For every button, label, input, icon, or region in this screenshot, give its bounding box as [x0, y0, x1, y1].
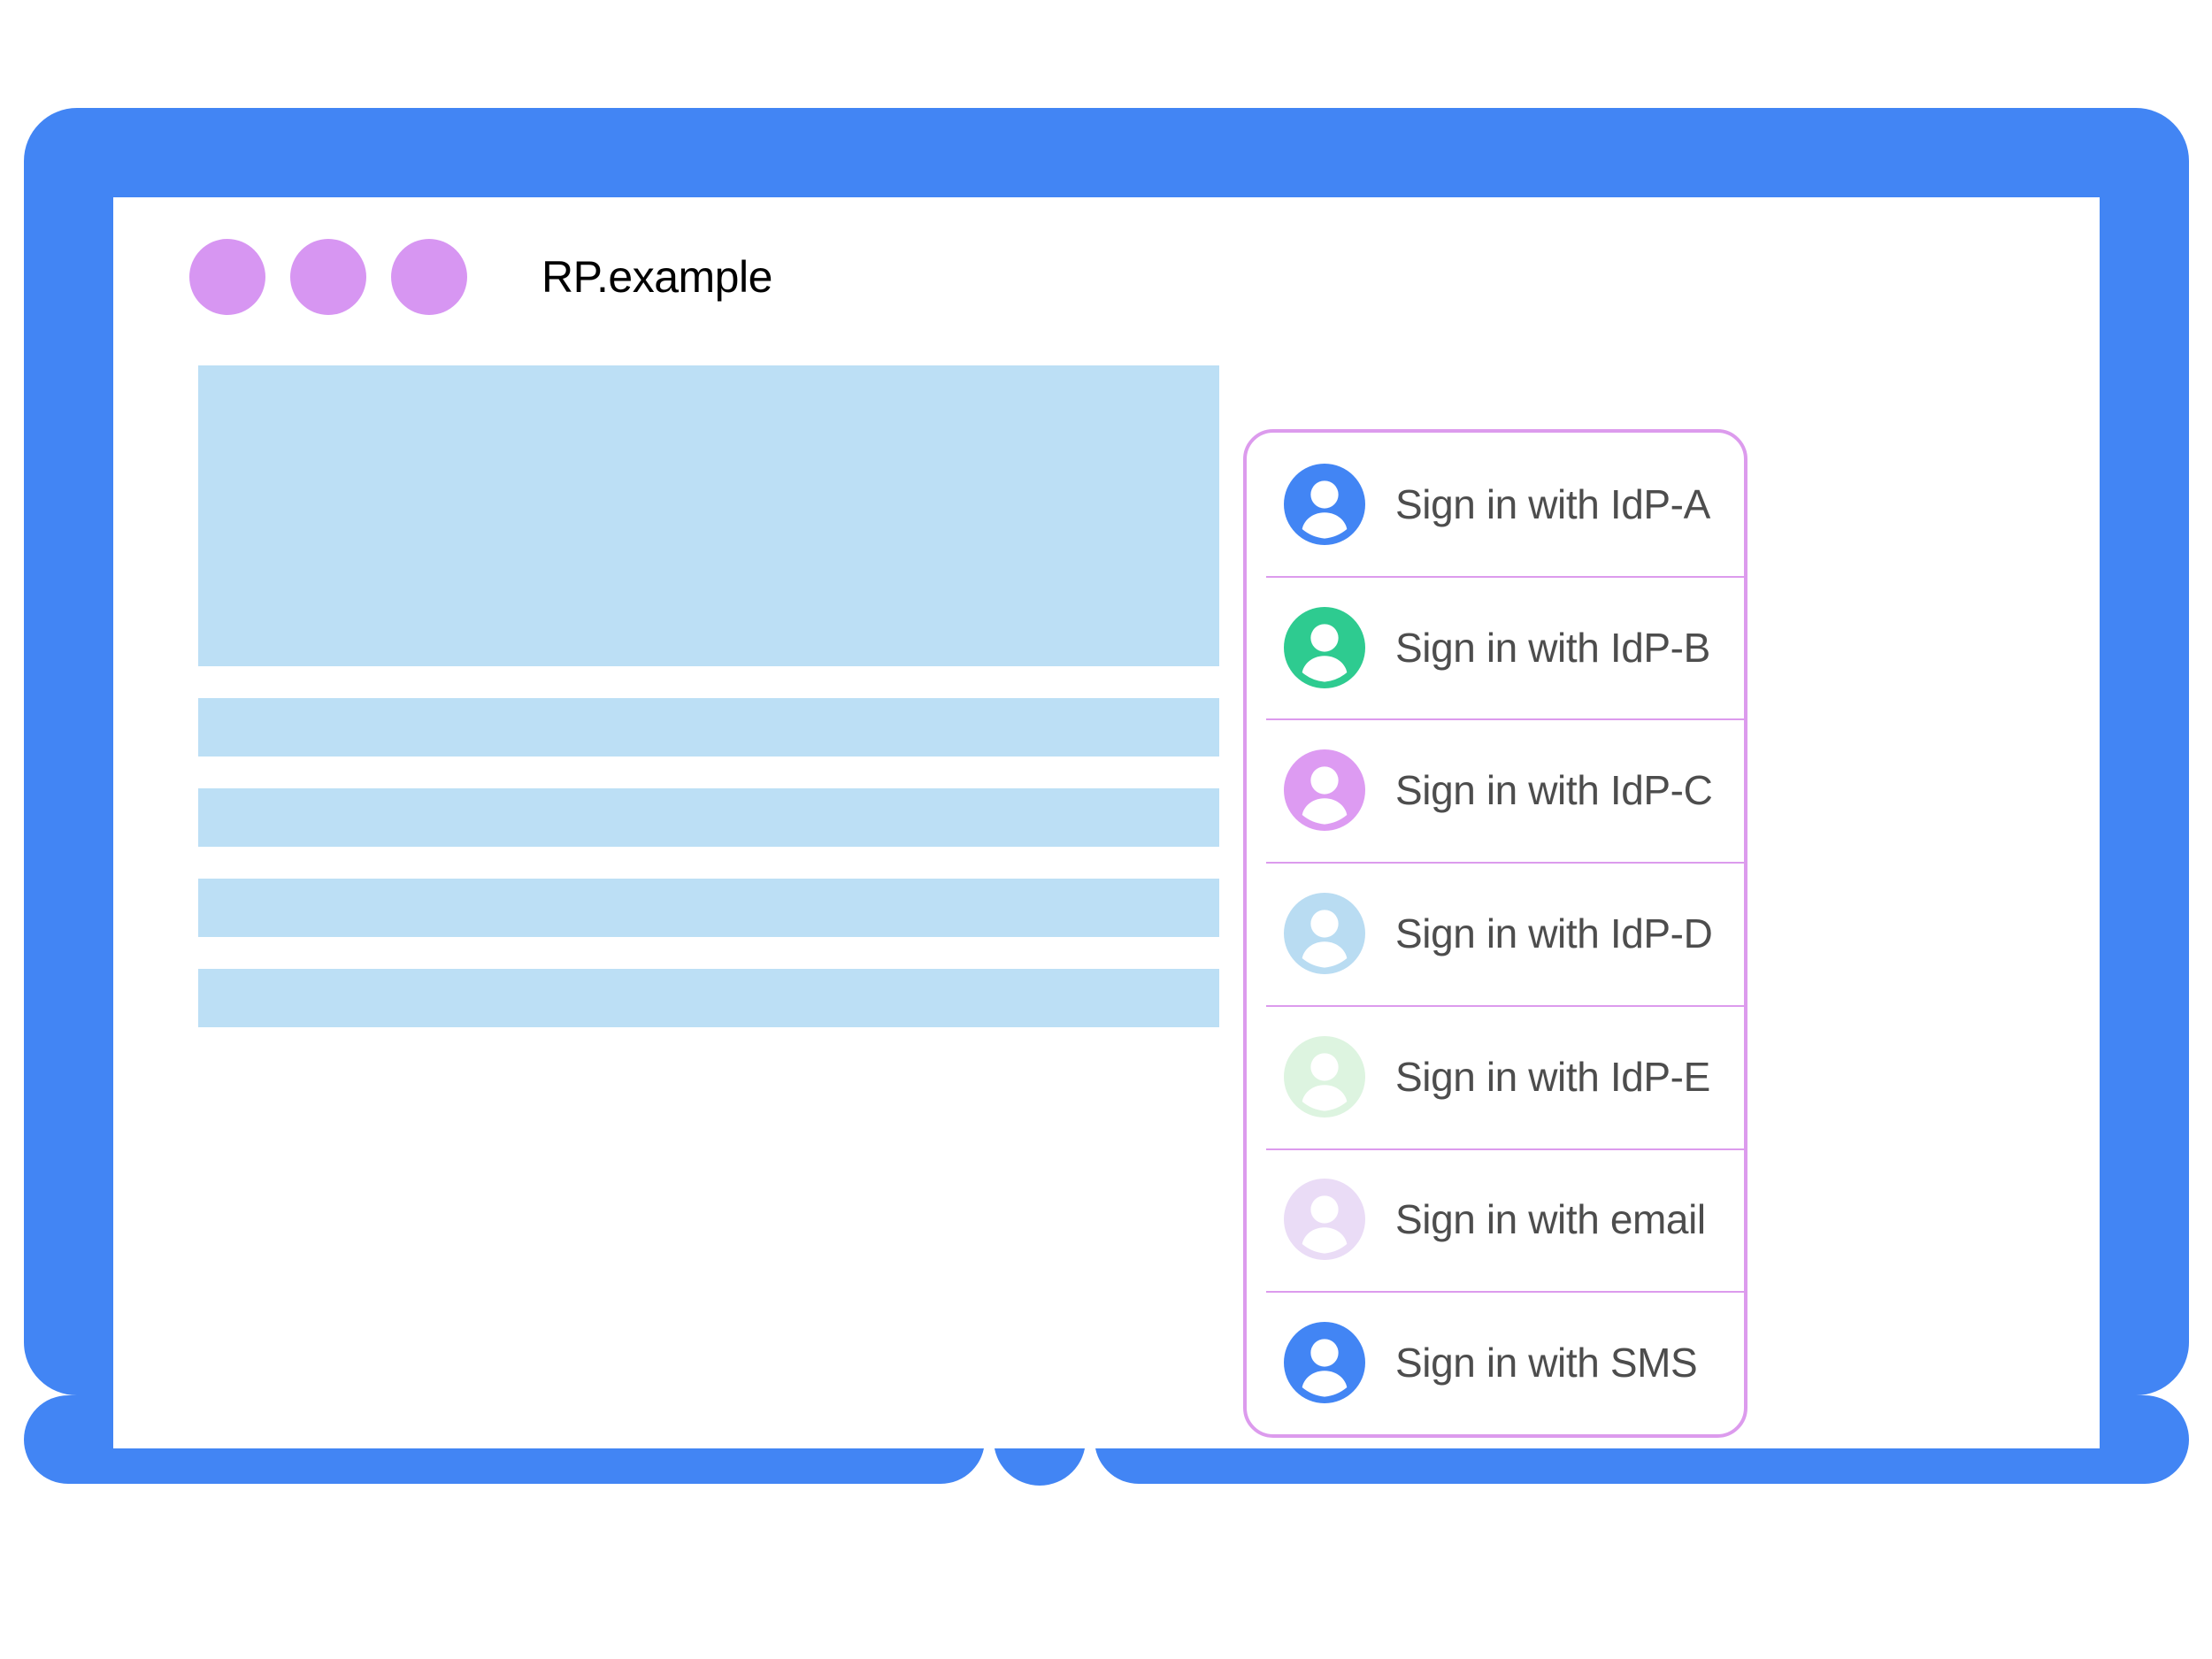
- browser-titlebar: RP.example: [113, 197, 2100, 357]
- account-row-idp-c[interactable]: Sign in with IdP-C: [1247, 718, 1744, 862]
- account-avatar-icon: [1284, 893, 1365, 975]
- account-row-idp-d[interactable]: Sign in with IdP-D: [1247, 862, 1744, 1005]
- page-content-placeholders: [198, 365, 1219, 1059]
- account-avatar-icon: [1284, 463, 1365, 545]
- text-line-placeholder-3: [198, 879, 1219, 937]
- account-row-idp-b[interactable]: Sign in with IdP-B: [1247, 575, 1744, 719]
- text-line-placeholder-1: [198, 698, 1219, 757]
- text-line-placeholder-4: [198, 969, 1219, 1027]
- account-row-email[interactable]: Sign in with email: [1247, 1148, 1744, 1292]
- account-avatar-icon: [1284, 1179, 1365, 1261]
- account-label: Sign in with IdP-D: [1395, 910, 1713, 957]
- hero-block-placeholder: [198, 365, 1219, 666]
- account-row-sms[interactable]: Sign in with SMS: [1247, 1291, 1744, 1434]
- account-list: Sign in with IdP-A Sign in with IdP-B Si…: [1247, 433, 1744, 1434]
- account-label: Sign in with IdP-B: [1395, 624, 1710, 671]
- account-row-idp-a[interactable]: Sign in with IdP-A: [1247, 433, 1744, 576]
- account-label: Sign in with IdP-C: [1395, 767, 1713, 814]
- account-label: Sign in with SMS: [1395, 1340, 1698, 1386]
- account-label: Sign in with email: [1395, 1196, 1706, 1243]
- account-label: Sign in with IdP-E: [1395, 1053, 1710, 1100]
- account-avatar-icon: [1284, 749, 1365, 832]
- account-avatar-icon: [1284, 606, 1365, 688]
- account-chooser-panel: Sign in with IdP-A Sign in with IdP-B Si…: [1243, 429, 1747, 1438]
- account-avatar-icon: [1284, 1035, 1365, 1118]
- account-label: Sign in with IdP-A: [1395, 480, 1710, 527]
- window-dot-3[interactable]: [391, 239, 467, 315]
- site-title: RP.example: [541, 252, 772, 302]
- text-line-placeholder-2: [198, 788, 1219, 847]
- window-dot-2[interactable]: [290, 239, 366, 315]
- window-dot-1[interactable]: [189, 239, 265, 315]
- account-row-idp-e[interactable]: Sign in with IdP-E: [1247, 1004, 1744, 1148]
- account-avatar-icon: [1284, 1322, 1365, 1404]
- browser-screen: RP.example Sign in with IdP-A: [113, 197, 2100, 1448]
